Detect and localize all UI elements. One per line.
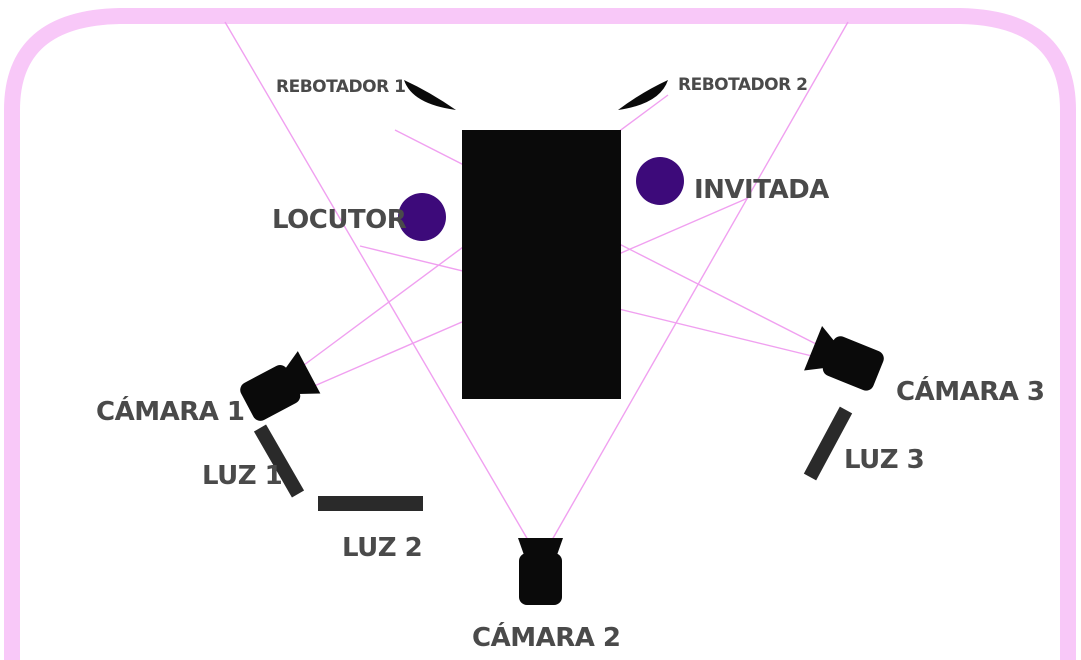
label-locutor: LOCUTOR [272,205,407,235]
label-luz-1: LUZ 1 [202,461,282,491]
label-camara-3: CÁMARA 3 [896,375,1044,407]
person-marker-icon-locutor [398,193,446,241]
label-camara-1: CÁMARA 1 [96,395,244,427]
video-camera-icon-camara1 [240,351,321,421]
label-luz-3: LUZ 3 [844,445,924,475]
table [462,130,621,399]
light-panel-icon-luz1 [253,424,305,498]
label-luz-2: LUZ 2 [342,533,422,563]
label-rebotador-2: REBOTADOR 2 [678,75,807,95]
ray-top-right-to-camara2 [551,21,849,541]
video-camera-icon-camara2 [518,538,563,605]
reflector-icon [404,80,456,110]
person-marker-icon-invitada [636,157,684,205]
label-rebotador-1: REBOTADOR 1 [276,77,405,97]
room-wall [4,8,1076,660]
label-camara-2: CÁMARA 2 [472,621,620,653]
label-invitada: INVITADA [694,175,829,205]
reflector-icon [618,80,668,110]
light-panel-icon-luz3 [803,406,853,481]
video-camera-icon-camara3 [804,326,884,391]
ray-top-left-to-camara2 [224,21,529,541]
light-panel-icon-luz2 [318,496,423,511]
